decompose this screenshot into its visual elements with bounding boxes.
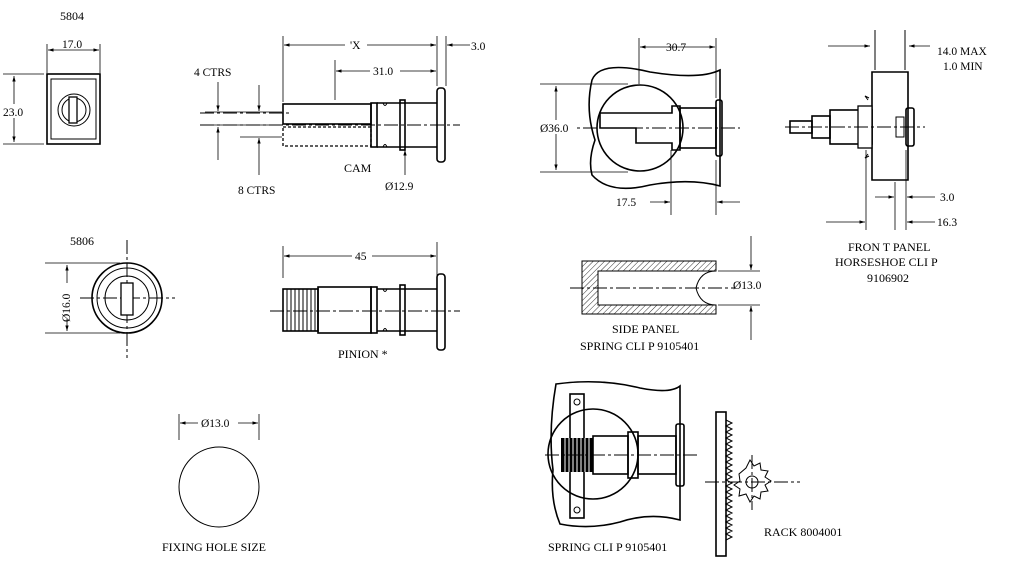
eight-centers-label: 8 CTRS bbox=[238, 185, 275, 197]
dimension-16-3: 16.3 bbox=[937, 217, 957, 229]
min-1-dimension: 1.0 MIN bbox=[943, 61, 983, 73]
lock-5804-front-view: 5804 17.0 23.0 bbox=[2, 9, 101, 145]
diameter-36-dimension: Ø36.0 bbox=[540, 123, 569, 135]
lock-5806-front-view: 5806 Ø16.0 bbox=[45, 234, 175, 358]
diameter-12-9-dimension: Ø12.9 bbox=[385, 181, 414, 193]
pinion-side-view: 45 PINION * bbox=[270, 242, 460, 361]
fixing-hole-caption: FIXING HOLE SIZE bbox=[162, 540, 266, 554]
spring-clip-assembly-view: SPRING CLI P 9105401 bbox=[545, 380, 700, 554]
cam-label: CAM bbox=[344, 161, 372, 175]
flange-thickness-dimension: 3.0 bbox=[471, 41, 486, 53]
dimension-45: 45 bbox=[355, 251, 367, 263]
side-panel-caption-1: SIDE PANEL bbox=[612, 322, 679, 336]
fixing-hole-view: Ø13.0 FIXING HOLE SIZE bbox=[162, 414, 266, 554]
max-14-dimension: 14.0 MAX bbox=[937, 46, 988, 58]
pinion-label: PINION * bbox=[338, 347, 388, 361]
pinion-teeth bbox=[286, 289, 316, 331]
part-number-5806: 5806 bbox=[70, 234, 94, 248]
width-dimension: 17.0 bbox=[62, 39, 82, 51]
panel-mount-view: 30.7 Ø36.0 17.5 bbox=[538, 38, 740, 215]
dimension-17-5: 17.5 bbox=[616, 197, 636, 209]
side-panel-caption-2: SPRING CLI P 9105401 bbox=[580, 339, 699, 353]
cam-side-view: 'X 3.0 31.0 4 CTRS 8 CTRS CAM Ø12.9 bbox=[194, 36, 486, 197]
diameter-16-dimension: Ø16.0 bbox=[61, 293, 73, 322]
height-dimension: 23.0 bbox=[3, 107, 23, 119]
front-panel-caption-1: FRON T PANEL bbox=[848, 240, 930, 254]
spring-clip-caption: SPRING CLI P 9105401 bbox=[548, 540, 667, 554]
front-panel-caption-2: HORSESHOE CLI P bbox=[835, 255, 938, 269]
dimension-30-7: 30.7 bbox=[666, 42, 686, 54]
four-centers-label: 4 CTRS bbox=[194, 67, 231, 79]
rack-caption: RACK 8004001 bbox=[764, 525, 842, 539]
part-number-5804: 5804 bbox=[60, 9, 84, 23]
side-diameter-13-dimension: Ø13.0 bbox=[733, 280, 762, 292]
front-panel-clip-view: 14.0 MAX 1.0 MIN 3.0 16.3 FRON T PANEL H… bbox=[785, 30, 988, 285]
front-panel-caption-3: 9106902 bbox=[867, 271, 909, 285]
rack-view: RACK 8004001 bbox=[705, 411, 842, 557]
dimension-x: 'X bbox=[350, 40, 361, 52]
dimension-31: 31.0 bbox=[373, 66, 393, 78]
side-panel-section: Ø13.0 SIDE PANEL SPRING CLI P 9105401 bbox=[570, 236, 762, 353]
hole-diameter-dimension: Ø13.0 bbox=[201, 418, 230, 430]
dimension-3-front: 3.0 bbox=[940, 192, 955, 204]
